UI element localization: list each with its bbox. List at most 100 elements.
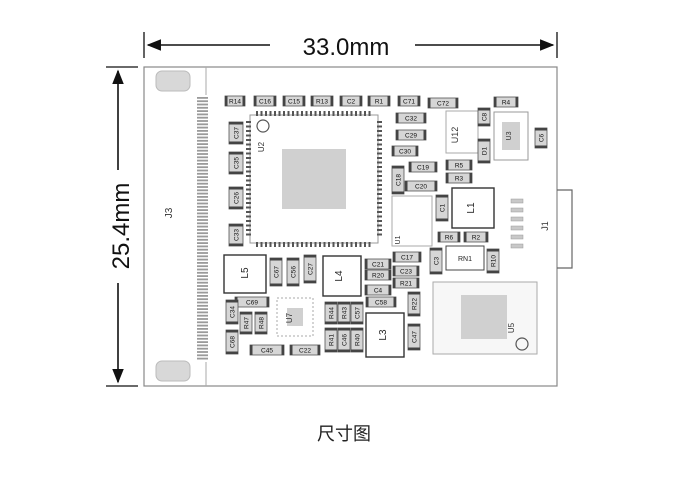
component-r6: R6 bbox=[437, 231, 461, 243]
component-label: C3 bbox=[433, 256, 440, 265]
component-c16: C16 bbox=[253, 95, 277, 107]
inductor-l5: L5 bbox=[223, 254, 267, 294]
component-label: C56 bbox=[290, 266, 297, 278]
component-r44: R44 bbox=[324, 301, 338, 325]
component-label: C6 bbox=[538, 133, 545, 142]
component-c57: C57 bbox=[350, 301, 364, 325]
component-r22: R22 bbox=[407, 291, 421, 317]
component-label: C68 bbox=[229, 336, 236, 348]
inductor-l3: L3 bbox=[365, 312, 405, 358]
component-r1: R1 bbox=[367, 95, 391, 107]
u5-thermal-pad bbox=[461, 295, 507, 339]
component-c18: C18 bbox=[391, 165, 405, 195]
u5-label: U5 bbox=[507, 322, 516, 333]
component-r5: R5 bbox=[445, 159, 473, 171]
chip-u12: U12 bbox=[445, 110, 479, 154]
component-c19: C19 bbox=[408, 161, 438, 173]
component-r4: R4 bbox=[493, 96, 519, 108]
component-c68: C68 bbox=[225, 329, 239, 355]
component-label: D1 bbox=[481, 146, 488, 155]
chip-u1: U1 bbox=[391, 195, 433, 247]
rn1-label: RN1 bbox=[458, 256, 472, 263]
mount-pad-bottom bbox=[155, 360, 191, 382]
component-label: R43 bbox=[341, 307, 348, 319]
component-c8: C8 bbox=[477, 107, 491, 127]
l4-label: L4 bbox=[334, 270, 345, 282]
component-label: C1 bbox=[439, 203, 446, 212]
u2-pin1-marker bbox=[256, 119, 270, 133]
component-c21: C21 bbox=[364, 258, 392, 270]
component-c71: C71 bbox=[397, 95, 421, 107]
component-label: C16 bbox=[259, 98, 271, 105]
component-label: C19 bbox=[417, 164, 429, 171]
component-label: R5 bbox=[455, 162, 464, 169]
component-c23: C23 bbox=[392, 265, 420, 277]
component-label: R21 bbox=[400, 280, 412, 287]
component-r14: R14 bbox=[224, 95, 246, 107]
component-c37: C37 bbox=[228, 121, 244, 145]
component-label: R44 bbox=[328, 307, 335, 319]
component-r13: R13 bbox=[310, 95, 334, 107]
component-r3: R3 bbox=[445, 172, 473, 184]
component-label: C71 bbox=[403, 98, 415, 105]
component-label: R47 bbox=[243, 317, 250, 329]
component-label: C2 bbox=[347, 98, 356, 105]
component-label: R41 bbox=[328, 334, 335, 346]
resistor-network-rn1: RN1 bbox=[445, 245, 485, 271]
l5-label: L5 bbox=[240, 267, 251, 279]
component-c26: C26 bbox=[228, 186, 244, 210]
u1-label: U1 bbox=[395, 235, 402, 244]
component-label: C23 bbox=[400, 268, 412, 275]
component-label: C21 bbox=[372, 261, 384, 268]
component-label: C57 bbox=[354, 307, 361, 319]
component-label: R48 bbox=[258, 317, 265, 329]
component-r20: R20 bbox=[364, 269, 392, 281]
component-label: R6 bbox=[445, 234, 454, 241]
connector-j3-pins bbox=[197, 97, 208, 360]
component-label: R14 bbox=[229, 98, 241, 105]
component-c67: C67 bbox=[269, 257, 283, 287]
component-label: C27 bbox=[307, 263, 314, 275]
component-c47: C47 bbox=[407, 323, 421, 351]
component-r43: R43 bbox=[337, 301, 351, 325]
component-label: C15 bbox=[288, 98, 300, 105]
component-label: C37 bbox=[233, 127, 240, 139]
component-label: C72 bbox=[437, 100, 449, 107]
component-r10: R10 bbox=[486, 248, 500, 274]
component-r47: R47 bbox=[239, 311, 253, 335]
u7-label: U7 bbox=[285, 312, 294, 323]
l1-label: L1 bbox=[466, 202, 477, 214]
component-c46: C46 bbox=[337, 327, 351, 353]
chip-u5: U5 bbox=[432, 281, 538, 355]
width-label: 33.0mm bbox=[303, 34, 390, 61]
component-label: C8 bbox=[481, 112, 488, 121]
u5-pin1-marker bbox=[515, 337, 529, 351]
component-label: R22 bbox=[411, 298, 418, 310]
component-label: C30 bbox=[399, 148, 411, 155]
component-label: C47 bbox=[411, 331, 418, 343]
figure-caption: 尺寸图 bbox=[317, 424, 371, 445]
inductor-l1: L1 bbox=[451, 187, 495, 229]
component-c32: C32 bbox=[395, 112, 427, 124]
u3-label: U3 bbox=[506, 131, 513, 140]
width-dimension: 33.0mm bbox=[143, 32, 558, 61]
component-label: R40 bbox=[354, 334, 361, 346]
component-label: C26 bbox=[233, 192, 240, 204]
component-c20: C20 bbox=[404, 180, 438, 192]
u2-label: U2 bbox=[257, 141, 266, 152]
component-c3: C3 bbox=[429, 247, 443, 275]
component-label: C34 bbox=[229, 306, 236, 318]
component-label: R1 bbox=[375, 98, 384, 105]
component-label: R20 bbox=[372, 272, 384, 279]
u12-label: U12 bbox=[450, 127, 460, 144]
component-label: C4 bbox=[374, 287, 383, 294]
connector-j3-label: J3 bbox=[164, 207, 175, 218]
component-c15: C15 bbox=[282, 95, 306, 107]
component-label: C69 bbox=[246, 299, 258, 306]
component-label: C35 bbox=[233, 157, 240, 169]
component-r48: R48 bbox=[254, 311, 268, 335]
component-label: R10 bbox=[490, 255, 497, 267]
chip-u7: U7 bbox=[276, 297, 314, 337]
